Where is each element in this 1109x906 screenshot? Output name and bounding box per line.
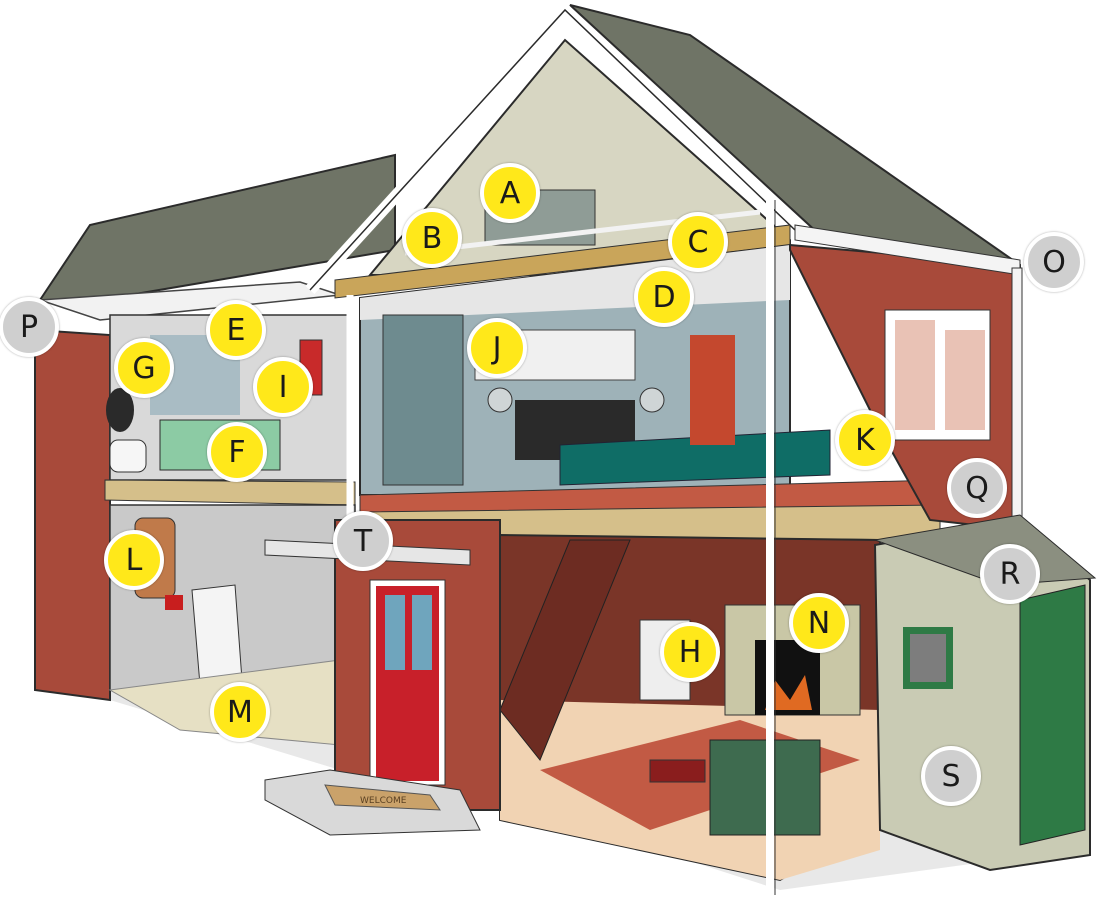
marker-i[interactable]: I: [253, 357, 313, 417]
marker-l[interactable]: L: [104, 530, 164, 590]
marker-label: I: [278, 369, 288, 405]
outbuilding: [873, 514, 1097, 872]
marker-label: S: [941, 758, 961, 794]
living-room: [499, 533, 881, 882]
marker-label: O: [1042, 244, 1066, 280]
marker-q[interactable]: Q: [947, 458, 1007, 518]
marker-r[interactable]: R: [980, 544, 1040, 604]
svg-text:WELCOME: WELCOME: [360, 796, 407, 806]
marker-label: J: [492, 330, 502, 366]
marker-h[interactable]: H: [660, 622, 720, 682]
marker-d[interactable]: D: [634, 267, 694, 327]
marker-label: B: [421, 220, 443, 256]
marker-j[interactable]: J: [467, 318, 527, 378]
marker-f[interactable]: F: [207, 422, 267, 482]
marker-p[interactable]: P: [0, 297, 59, 357]
marker-label: E: [226, 312, 246, 348]
marker-label: A: [499, 175, 521, 211]
marker-label: R: [999, 556, 1021, 592]
marker-label: K: [855, 422, 875, 458]
marker-label: H: [678, 634, 702, 670]
marker-n[interactable]: N: [789, 593, 849, 653]
marker-o[interactable]: O: [1024, 232, 1084, 292]
marker-label: G: [132, 350, 156, 386]
marker-k[interactable]: K: [835, 410, 895, 470]
marker-label: P: [19, 309, 39, 345]
marker-label: D: [652, 279, 676, 315]
marker-label: M: [227, 694, 253, 730]
marker-b[interactable]: B: [402, 208, 462, 268]
marker-label: L: [125, 542, 143, 578]
marker-s[interactable]: S: [921, 746, 981, 806]
marker-c[interactable]: C: [668, 212, 728, 272]
marker-label: N: [807, 605, 831, 641]
marker-a[interactable]: A: [480, 163, 540, 223]
marker-label: C: [687, 224, 709, 260]
right-wall: [789, 224, 1023, 539]
marker-label: F: [228, 434, 246, 470]
marker-g[interactable]: G: [114, 338, 174, 398]
marker-label: T: [353, 523, 373, 559]
marker-label: Q: [965, 470, 989, 506]
marker-m[interactable]: M: [210, 682, 270, 742]
marker-t[interactable]: T: [333, 511, 393, 571]
marker-e[interactable]: E: [206, 300, 266, 360]
